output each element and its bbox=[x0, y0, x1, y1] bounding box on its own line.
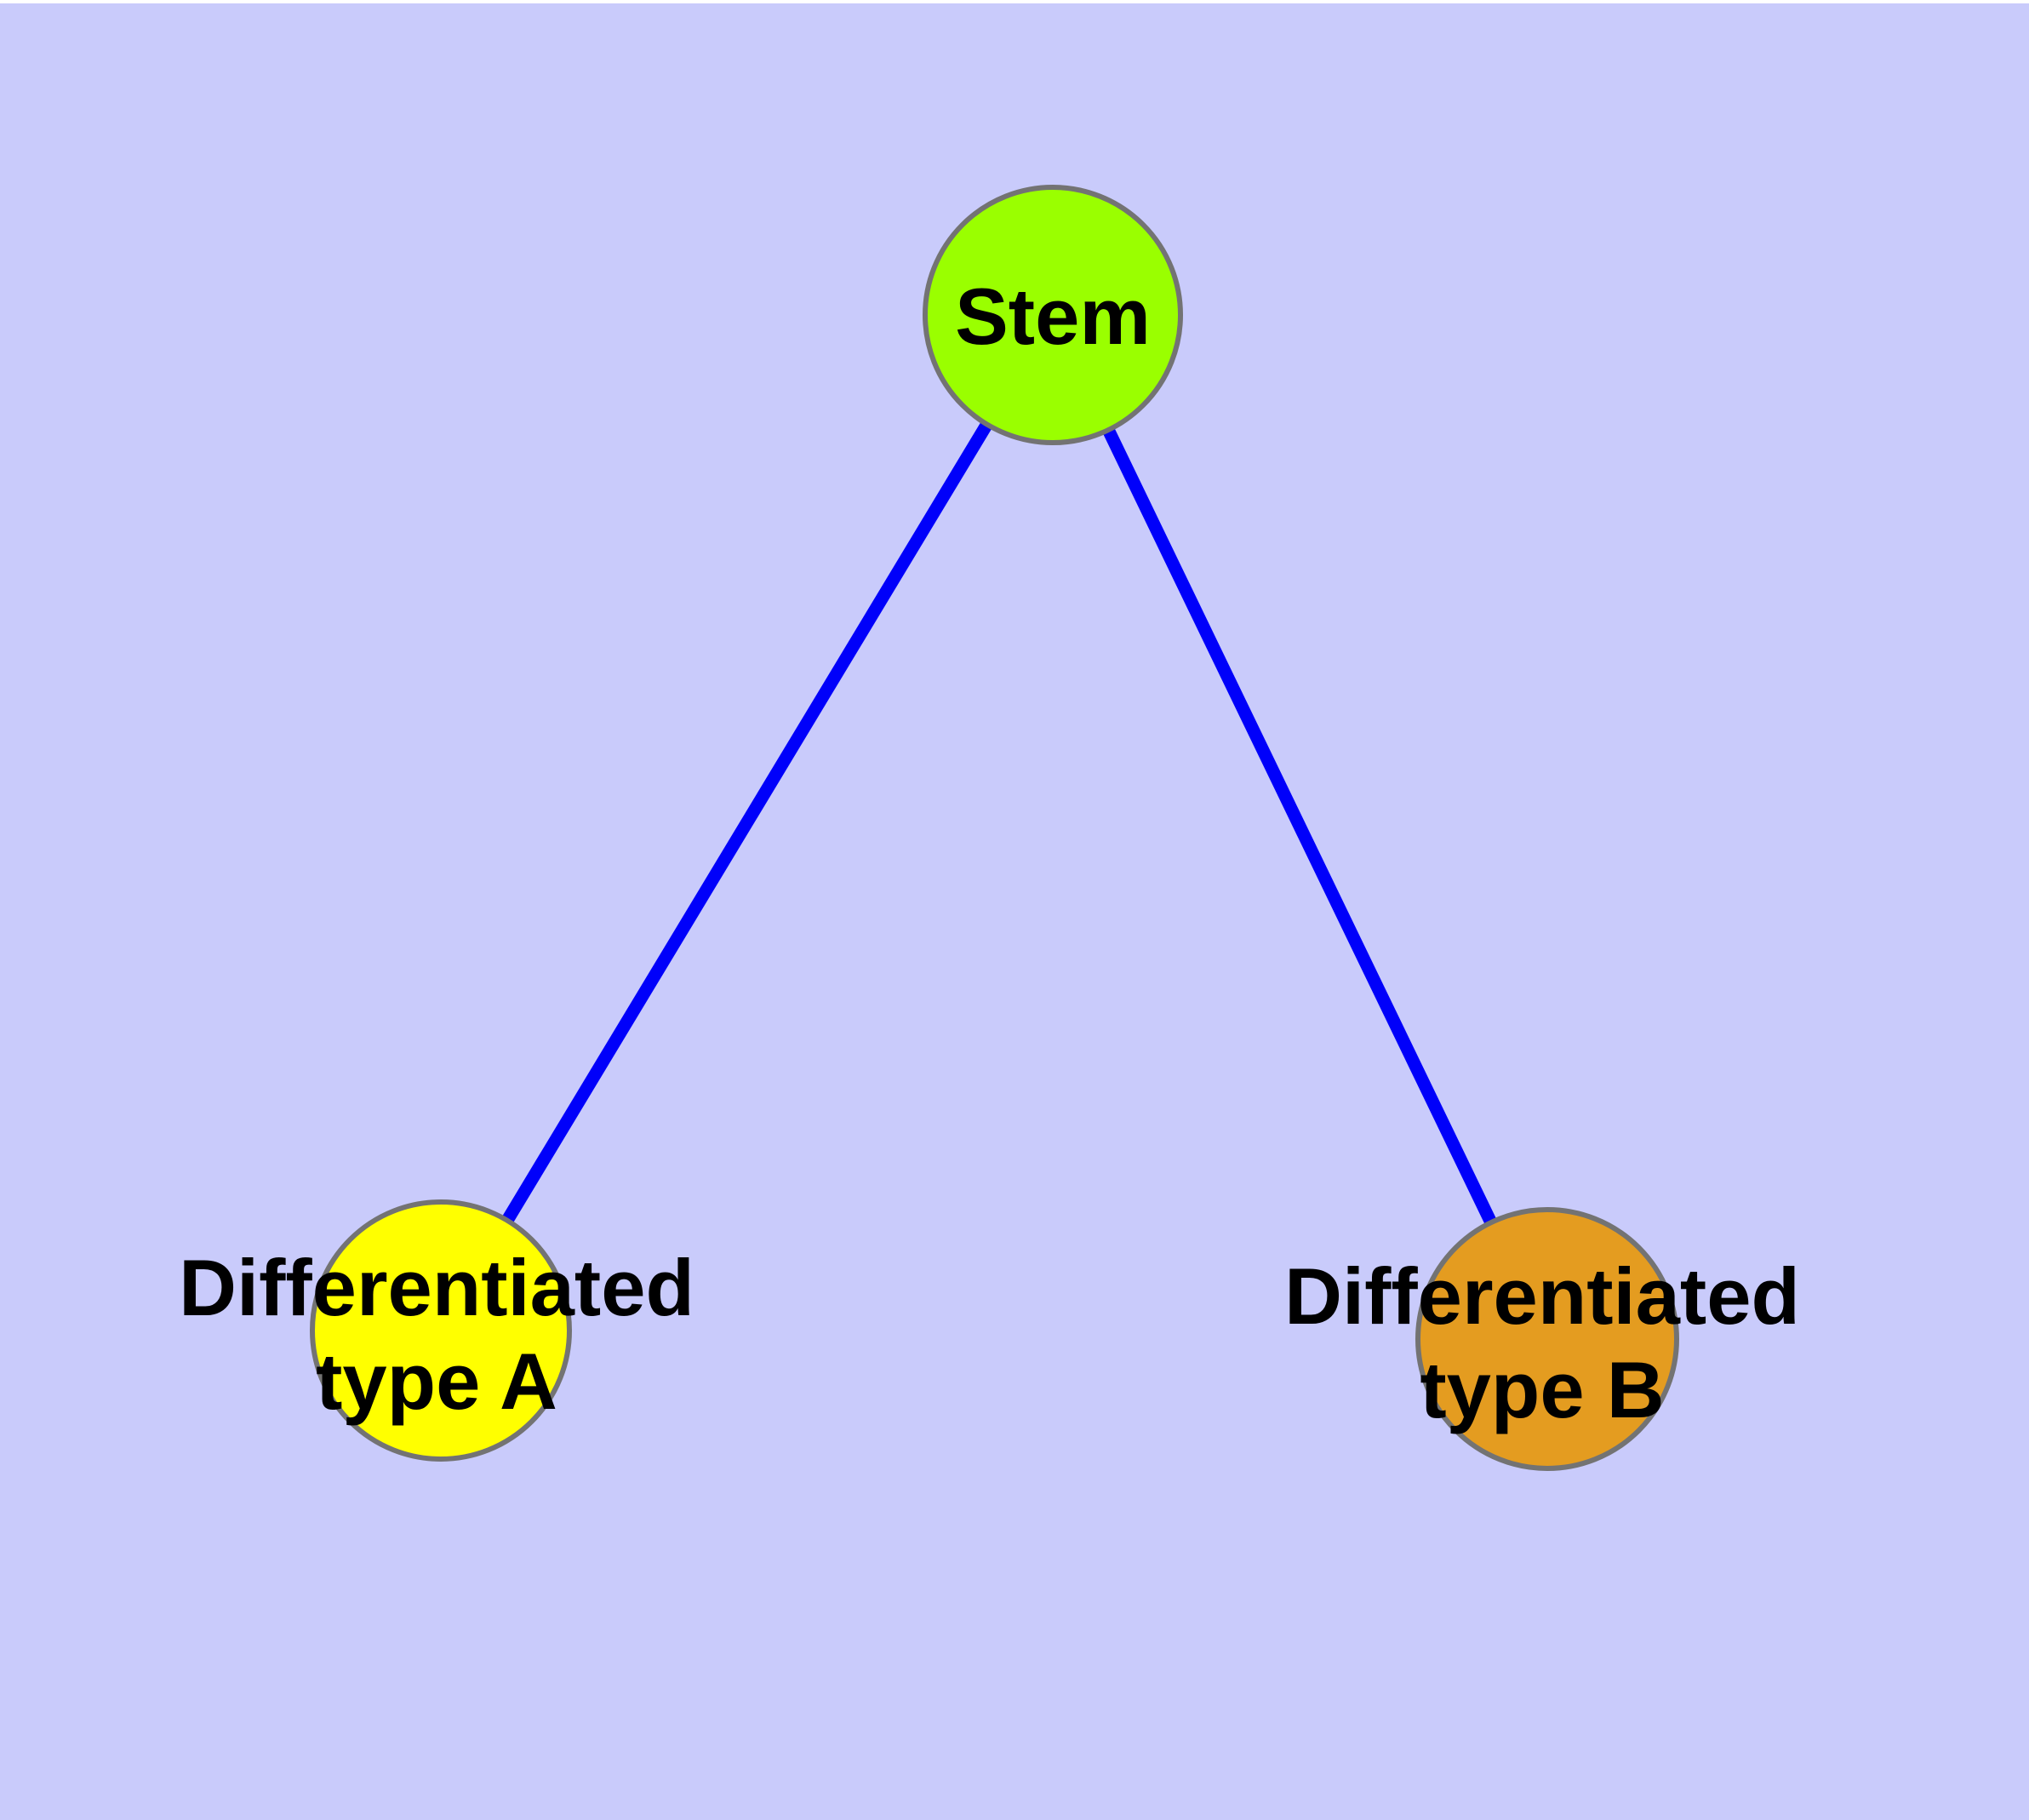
edge-stem-to-type-a bbox=[435, 312, 1059, 1334]
node-type-b-circle bbox=[1415, 1207, 1679, 1471]
node-type-b-label-line2: type B bbox=[1420, 1345, 1665, 1434]
node-stem-circle bbox=[923, 185, 1183, 445]
node-type-a-label-line2: type A bbox=[316, 1336, 557, 1426]
node-stem-label: Stem bbox=[955, 272, 1151, 362]
node-type-a-circle bbox=[310, 1199, 572, 1462]
edge-stem-to-type-b bbox=[1047, 312, 1553, 1342]
node-type-b-label-line1: Differentiated bbox=[1284, 1251, 1800, 1342]
node-type-a-label: Differentiated type A bbox=[179, 1241, 694, 1428]
node-type-a-label-line1: Differentiated bbox=[179, 1243, 694, 1333]
node-type-b-label: Differentiated type B bbox=[1284, 1250, 1800, 1437]
